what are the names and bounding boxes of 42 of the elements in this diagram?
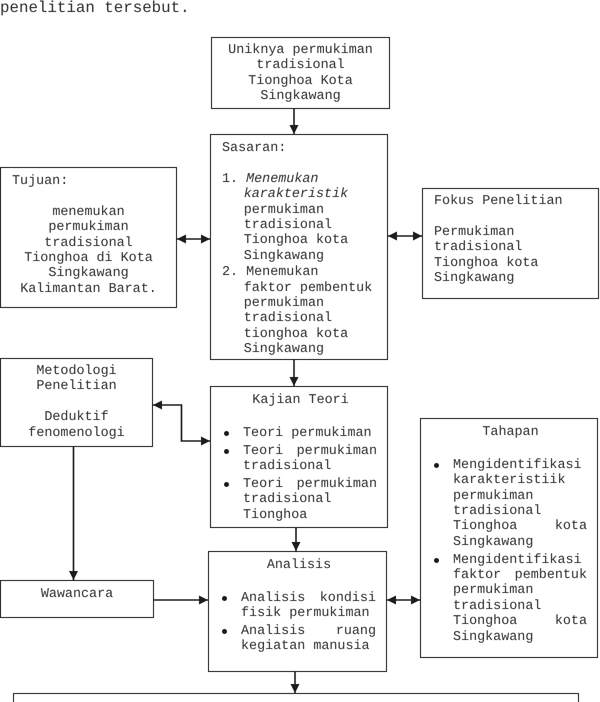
box-text: Uniknya permukiman tradisional Tionghoa Kota Singkawang	[227, 43, 374, 105]
process-box	[0, 358, 153, 447]
arrow	[292, 528, 300, 551]
arrow	[387, 596, 420, 604]
process-box	[211, 37, 390, 109]
process-box	[422, 188, 599, 299]
list-item-text: 1. Menemukan karakteristik permukiman tradisional Tionghoa kota Singkawang	[222, 172, 350, 264]
list-item-text: Analisis ruang kegiatan manusia	[241, 624, 376, 655]
process-box	[210, 386, 388, 528]
box-text: Wawancara	[40, 587, 114, 602]
process-box	[420, 418, 598, 658]
arrow	[388, 232, 422, 240]
list-item-text: Mengidentifikasi karakteristiik permukiman tradisional Tionghoa kota Singkawang	[453, 458, 587, 550]
box-text: Permukiman tradisional Tionghoa kota Singkawang	[434, 224, 540, 286]
box-text: Deduktif fenomenologi	[27, 410, 126, 442]
process-box	[210, 134, 388, 360]
box-heading: Tahapan	[481, 425, 540, 440]
process-box	[0, 580, 154, 618]
arrow	[290, 672, 300, 693]
list-item-text: Analisis kondisi fisik permukiman	[241, 590, 376, 622]
arrow	[154, 596, 208, 604]
process-box	[13, 693, 579, 702]
arrow	[290, 109, 298, 134]
box-heading: Tujuan:	[12, 174, 70, 190]
arrow	[290, 360, 298, 386]
box-heading: Metodologi Penelitian	[35, 364, 118, 395]
box-heading: Fokus Penelitian	[434, 194, 564, 210]
list-item-text: Teori permukiman	[243, 426, 373, 442]
process-box	[0, 167, 177, 308]
list-item-text: 2. Menemukan faktor pembentuk permukiman tradisional tionghoa kota Singkawang	[222, 265, 374, 358]
process-box	[208, 551, 387, 672]
list-item-text: Teori permukiman tradisional Tionghoa	[243, 476, 377, 524]
arrow	[177, 234, 210, 244]
arrow	[153, 400, 210, 446]
arrow	[69, 447, 78, 580]
box-heading: Analisis	[266, 558, 332, 574]
box-heading: Kajian Teori	[251, 393, 350, 408]
note-text: penelitian tersebut.	[0, 0, 190, 16]
list-item-text: Teori permukiman tradisional	[243, 444, 377, 474]
list-item-text: Mengidentifikasi faktor pembentuk permukiman tradisional Tionghoa kota Singkawang	[453, 552, 587, 646]
box-heading: Sasaran:	[222, 141, 288, 156]
box-text: menemukan permukiman tradisional Tionghoa di Kota Singkawang Kalimantan Barat.	[19, 204, 158, 298]
